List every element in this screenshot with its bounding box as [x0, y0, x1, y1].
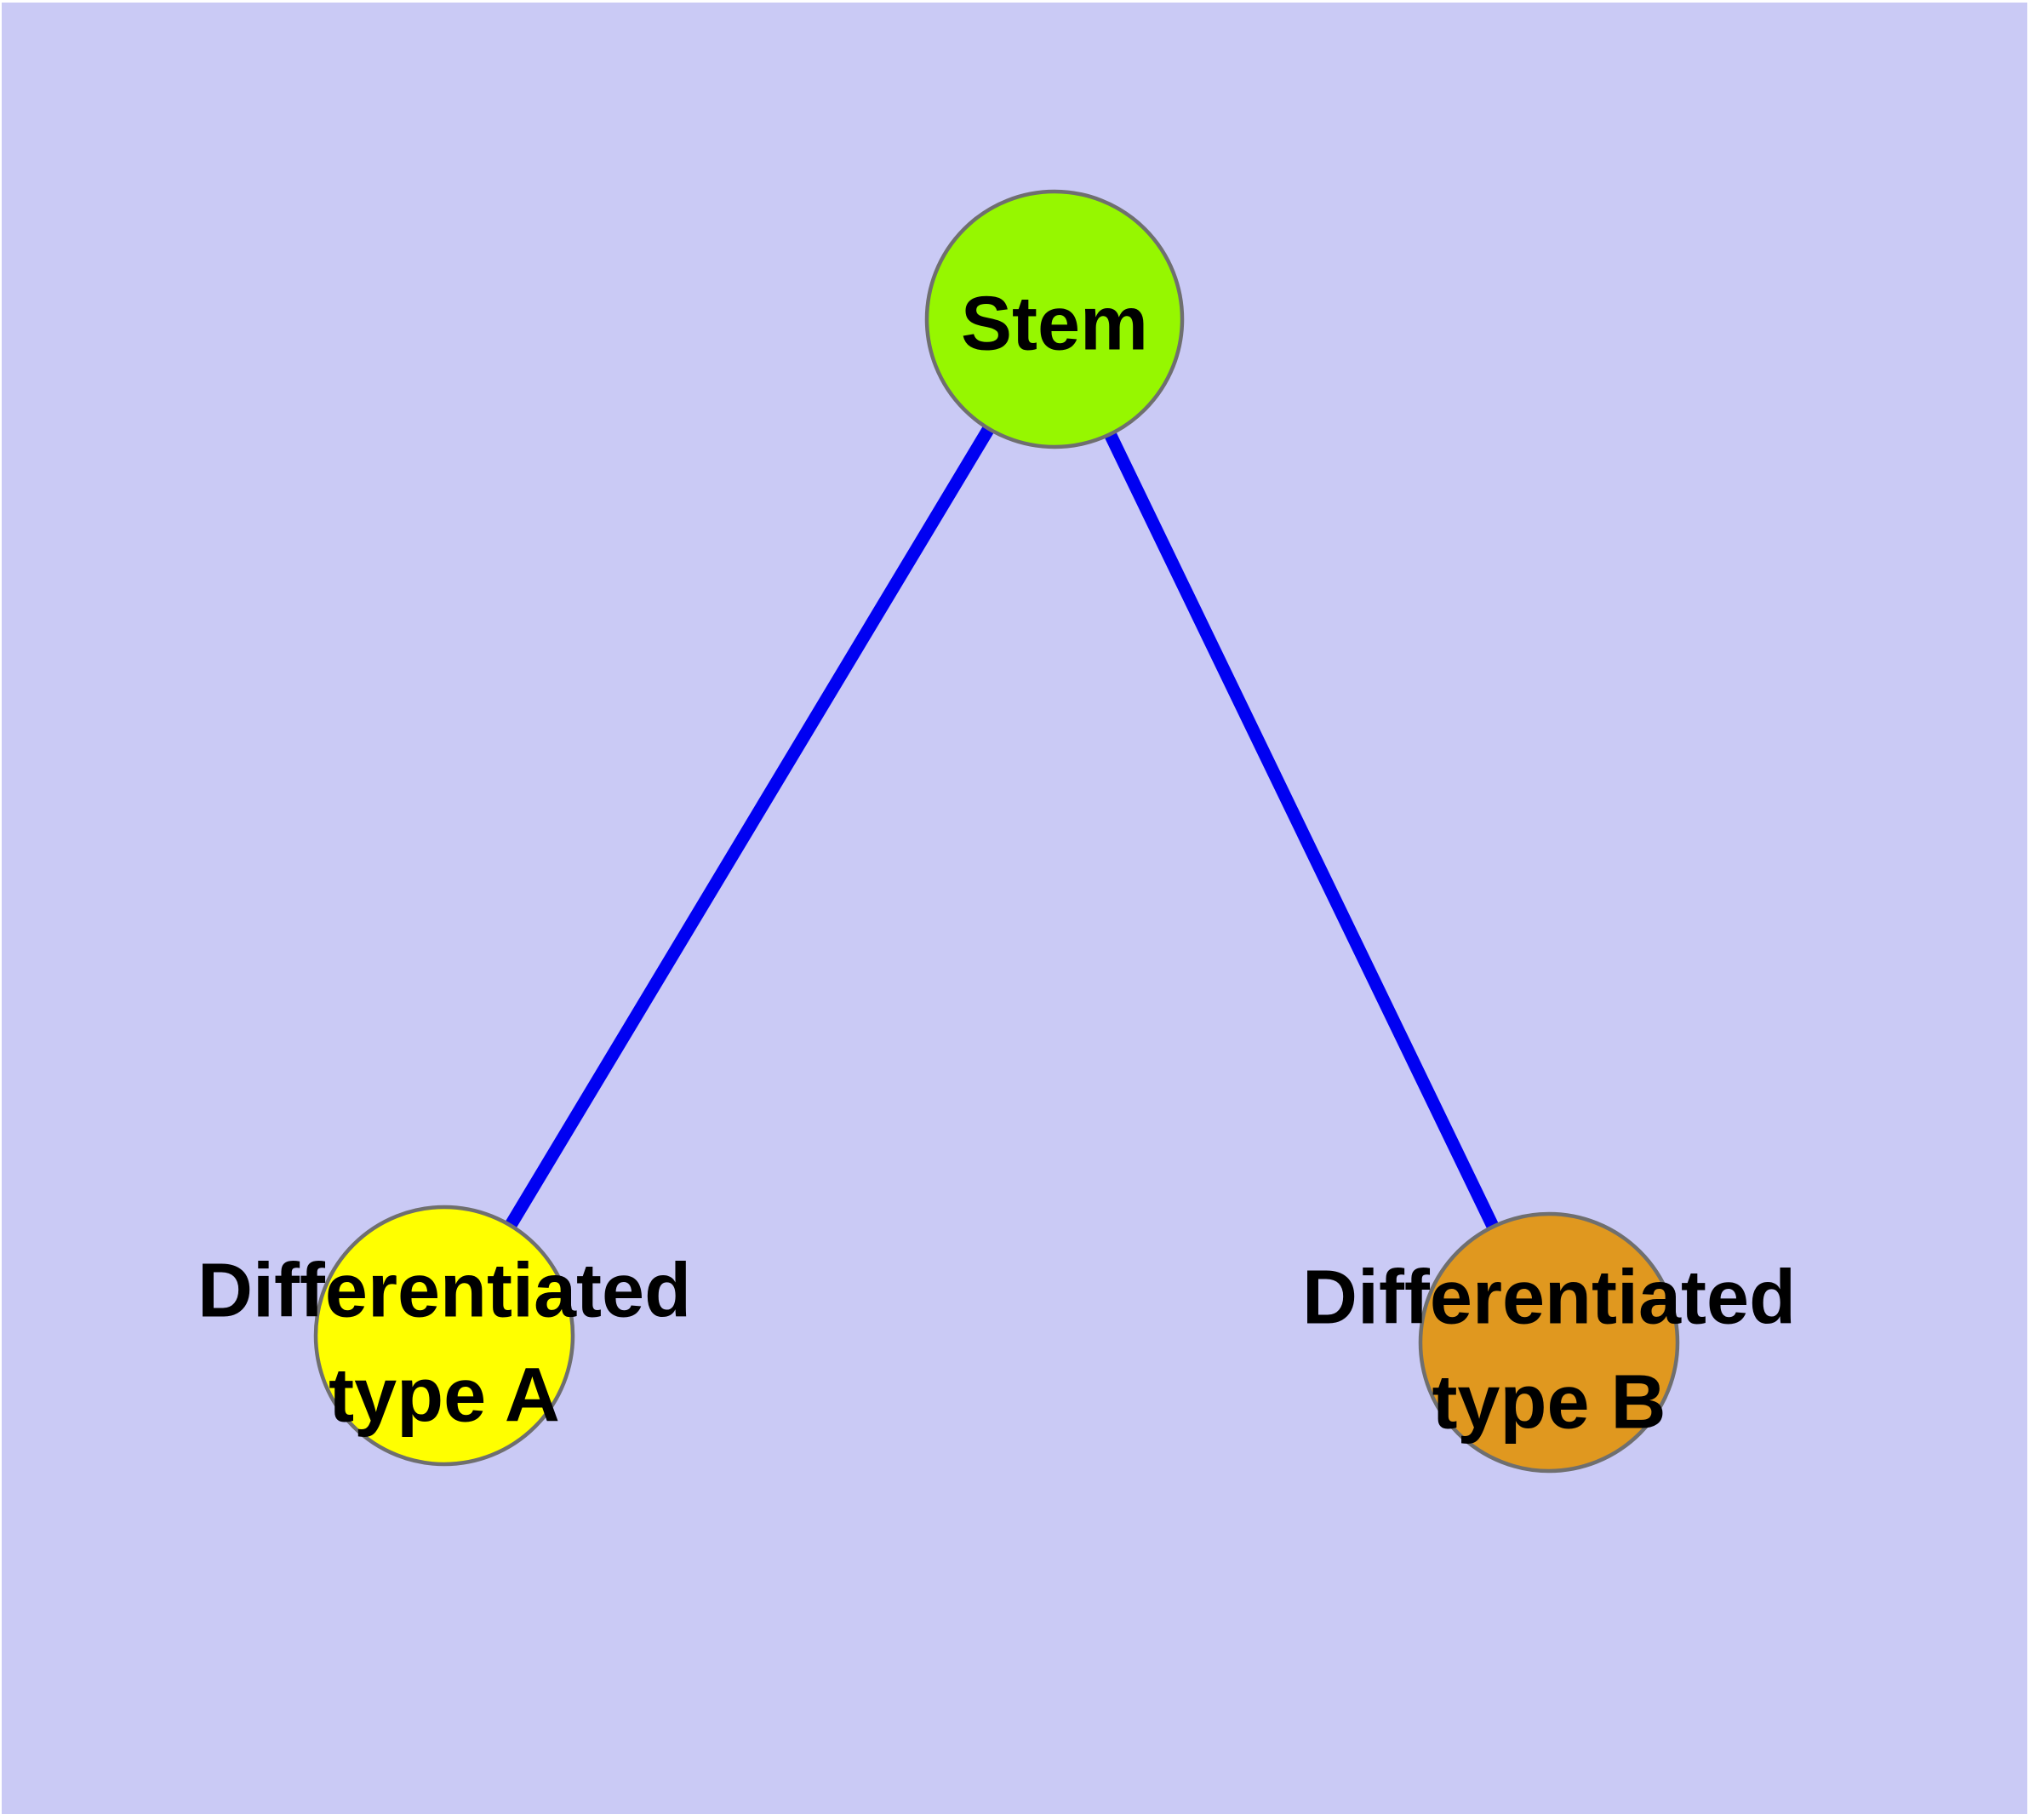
graph-svg — [313, 189, 1680, 1474]
node-type-b-circle — [1418, 1211, 1680, 1474]
node-type-a-circle — [313, 1205, 575, 1467]
node-stem-circle — [924, 189, 1185, 449]
edge-stem-to-type-b — [1049, 316, 1555, 1346]
edge-stem-to-type-a — [438, 316, 1060, 1339]
